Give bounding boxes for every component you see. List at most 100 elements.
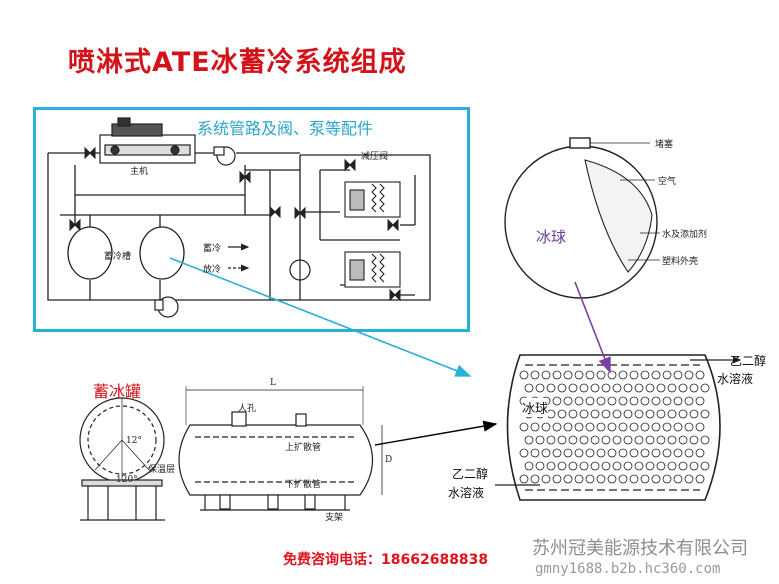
- ice-ball-circle: [618, 448, 628, 458]
- plug-label: 堵塞: [655, 140, 674, 150]
- ice-ball-circle: [651, 396, 661, 406]
- ice-ball-circle: [546, 409, 556, 419]
- ice-ball-circle: [590, 383, 600, 393]
- solution-in-label: 水溶液: [448, 486, 485, 500]
- ice-ball-circle: [607, 396, 617, 406]
- ice-ball-circle: [623, 461, 633, 471]
- ice-ball-circle: [678, 435, 688, 445]
- watermark-url: gmny1688.b2b.hc360.com: [535, 561, 721, 577]
- ice-ball-circle: [640, 396, 650, 406]
- storage-tanks: [67, 226, 185, 280]
- diameter-mark: D: [385, 455, 393, 465]
- ice-ball-circle: [607, 370, 617, 380]
- ice-ball-circle: [590, 435, 600, 445]
- ice-ball-circle: [695, 370, 705, 380]
- ice-ball-circle: [695, 396, 705, 406]
- support-label: 支架: [325, 513, 344, 523]
- ice-ball-circle: [651, 422, 661, 432]
- ice-ball-circle: [524, 461, 534, 471]
- ice-ball-circle: [662, 422, 672, 432]
- ice-ball-circle: [530, 422, 540, 432]
- ice-ball-circle: [645, 383, 655, 393]
- ice-ball-circle: [607, 448, 617, 458]
- ice-ball-circle: [574, 474, 584, 484]
- ice-ball-circle: [700, 383, 710, 393]
- ice-ball-label: 冰球: [536, 228, 567, 246]
- ice-ball-circle: [640, 474, 650, 484]
- ice-ball-circle: [629, 422, 639, 432]
- ice-ball-circle: [640, 370, 650, 380]
- ice-ball-circle: [519, 448, 529, 458]
- ice-ball-circle: [700, 435, 710, 445]
- ice-ball-circle: [552, 422, 562, 432]
- ice-ball-circle: [673, 422, 683, 432]
- ice-ball-circle: [689, 383, 699, 393]
- main-unit-label: 主机: [130, 167, 149, 177]
- pump-bottom: [154, 296, 179, 318]
- ice-tank-label: 蓄冰罐: [93, 382, 142, 401]
- ice-ball-circle: [585, 396, 595, 406]
- ice-ball-circle: [535, 383, 545, 393]
- glycol-out-label: 乙二醇: [730, 354, 767, 368]
- angle-bottom-label: 120°: [116, 475, 138, 485]
- ice-ball-circle: [684, 396, 694, 406]
- ice-ball-circle: [552, 370, 562, 380]
- ice-ball-circle: [530, 370, 540, 380]
- ice-ball-circle: [568, 435, 578, 445]
- water-additive-label: 水及添加剂: [662, 230, 708, 240]
- ice-ball-circle: [629, 474, 639, 484]
- ice-ball-circle: [557, 409, 567, 419]
- ice-ball-circle: [563, 422, 573, 432]
- ice-ball-circle: [585, 474, 595, 484]
- ice-ball-circle: [579, 461, 589, 471]
- ice-ball-circle: [634, 383, 644, 393]
- ice-ball-circle: [530, 448, 540, 458]
- ice-ball-circle: [656, 435, 666, 445]
- upper-diffuser-label: 上扩散管: [285, 443, 322, 453]
- ice-ball-circle: [662, 474, 672, 484]
- ice-ball-circle: [618, 422, 628, 432]
- plastic-shell-label: 塑料外壳: [662, 257, 699, 267]
- ice-ball-circle: [618, 370, 628, 380]
- ice-ball-circle: [612, 461, 622, 471]
- ice-ball-circle: [667, 409, 677, 419]
- ice-ball-circle: [557, 435, 567, 445]
- tank-side-view: [178, 386, 383, 511]
- solution-out-label: 水溶液: [717, 372, 754, 386]
- ice-ball-circle: [568, 409, 578, 419]
- insulation-label: 保温层: [148, 465, 176, 475]
- ice-ball-circle: [684, 370, 694, 380]
- watermark-company: 苏州冠美能源技术有限公司: [532, 538, 748, 559]
- manhole-label: 人孔: [238, 404, 257, 414]
- ice-ball-circle: [601, 409, 611, 419]
- ice-ball-circle: [618, 396, 628, 406]
- ice-ball-circle: [700, 461, 710, 471]
- ice-ball-circle: [596, 370, 606, 380]
- ice-ball-circle: [656, 383, 666, 393]
- ice-ball-circle: [590, 409, 600, 419]
- ice-ball-circle: [541, 448, 551, 458]
- arrow-tank-to-cutaway-black: [374, 420, 498, 446]
- air-label: 空气: [658, 177, 677, 187]
- ice-ball-circle: [695, 422, 705, 432]
- valve-symbols: [69, 146, 401, 302]
- ice-ball-circle: [596, 396, 606, 406]
- ice-ball-circle: [673, 370, 683, 380]
- ice-ball-circle: [662, 396, 672, 406]
- glycol-in-label: 乙二醇: [452, 467, 489, 481]
- ice-ball-circle: [645, 461, 655, 471]
- ice-ball-circle: [546, 461, 556, 471]
- pump-middle: [289, 259, 311, 281]
- ice-ball-circle: [651, 474, 661, 484]
- ice-ball-circle: [579, 435, 589, 445]
- tank-end-view: [79, 397, 165, 521]
- ice-ball-circle: [667, 383, 677, 393]
- storage-tank-label: 蓄冷槽: [104, 252, 132, 262]
- ice-ball-circle: [684, 422, 694, 432]
- ice-ball-circle: [563, 396, 573, 406]
- ice-ball-circle: [596, 422, 606, 432]
- relief-valve-label: 减压阀: [361, 152, 389, 162]
- ice-ball-circle: [519, 422, 529, 432]
- legend-charge-label: 蓄冷: [203, 244, 222, 254]
